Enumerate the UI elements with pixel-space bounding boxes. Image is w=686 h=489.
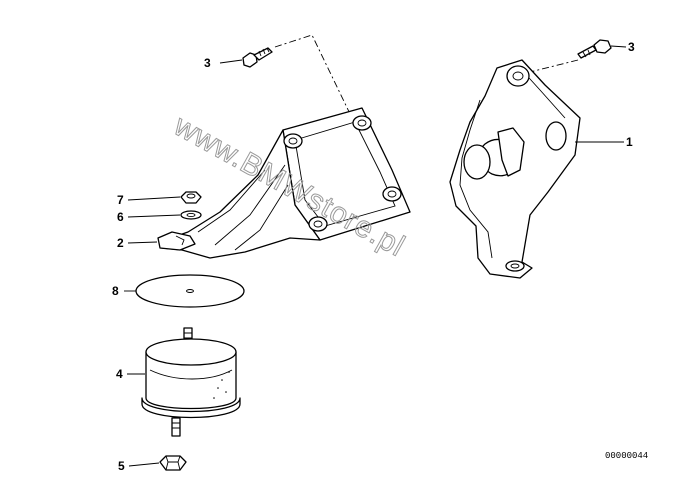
engine-support-arm: [157, 107, 411, 259]
callout-8: 8: [112, 284, 119, 298]
rubber-mount: [141, 327, 241, 437]
reference-number: 00000044: [605, 451, 648, 461]
callout-4: 4: [116, 367, 123, 381]
callout-1: 1: [626, 135, 633, 149]
bolt-left: [242, 47, 273, 68]
bolt-left-axis-line: [274, 34, 353, 119]
callout-3-left: 3: [204, 56, 211, 70]
hex-nut-top: [180, 191, 202, 204]
bolt-right: [577, 39, 612, 59]
callout-7: 5: [118, 459, 125, 473]
leader-lines: [124, 45, 627, 467]
washer: [180, 210, 202, 220]
callout-2: 2: [117, 236, 124, 250]
heat-shield-disc: [135, 274, 245, 308]
hex-nut-bottom: [159, 455, 187, 471]
callout-5: 6: [117, 210, 124, 224]
engine-bracket-right: [449, 59, 581, 279]
callout-3-right: 3: [628, 40, 635, 54]
callout-6: 7: [117, 193, 124, 207]
